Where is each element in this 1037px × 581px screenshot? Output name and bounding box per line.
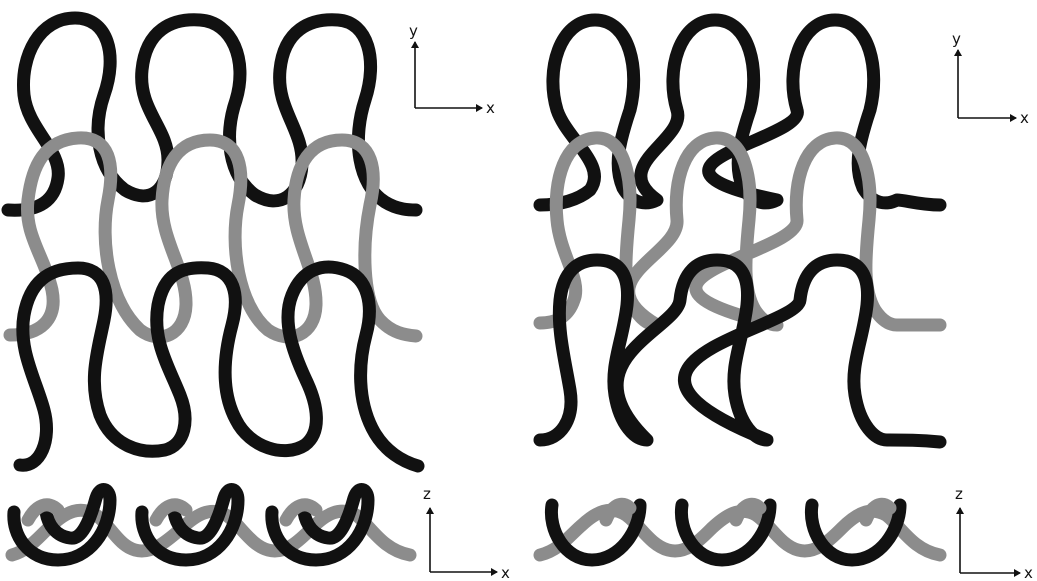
right-side-grey-accent-1: [599, 497, 637, 527]
left-bottom-z-label: z: [423, 485, 431, 503]
right-bottom-z-label: z: [955, 485, 963, 503]
left-top-x-label: x: [486, 99, 495, 117]
left-side-grey-yarn: [5, 503, 417, 562]
right-lower-dark-yarn: [533, 253, 947, 449]
left-top-y-label: y: [409, 22, 418, 40]
left-side-dark-loop-3: [265, 483, 375, 567]
right-grey-yarn: [533, 131, 947, 332]
left-upper-dark-yarn: [1, 11, 423, 217]
right-bottom-axes: z x: [955, 485, 1033, 581]
left-top-axes: y x: [409, 22, 495, 117]
left-lower-dark-yarn: [13, 260, 425, 473]
right-side-dark-loop-1: [544, 498, 647, 567]
left-side-grey-accent-1: [21, 498, 65, 527]
right-bottom-x-label: x: [1024, 564, 1033, 581]
left-side-grey-accent-2: [149, 498, 193, 527]
right-side-grey-accent-3: [859, 497, 897, 527]
right-panel: y x z x: [533, 13, 1033, 581]
right-side-view: [533, 497, 947, 567]
left-side-view: [5, 483, 417, 567]
right-side-dark-loop-3: [804, 498, 907, 567]
left-side-dark-loop-1: [7, 483, 117, 567]
right-side-grey-accent-2: [729, 497, 767, 527]
right-side-dark-loop-2: [674, 498, 777, 567]
right-top-x-label: x: [1020, 109, 1029, 127]
right-top-y-label: y: [952, 30, 961, 48]
left-grey-yarn: [3, 131, 423, 344]
left-side-dark-loop-2: [135, 483, 245, 567]
left-bottom-x-label: x: [501, 564, 510, 581]
left-side-grey-accent-3: [279, 498, 323, 527]
left-bottom-axes: z x: [423, 485, 510, 581]
left-panel: y x z x: [1, 11, 510, 581]
right-upper-dark-yarn: [533, 13, 947, 212]
right-front-view: [533, 13, 947, 449]
left-front-view: [1, 11, 425, 473]
right-top-axes: y x: [952, 30, 1029, 127]
